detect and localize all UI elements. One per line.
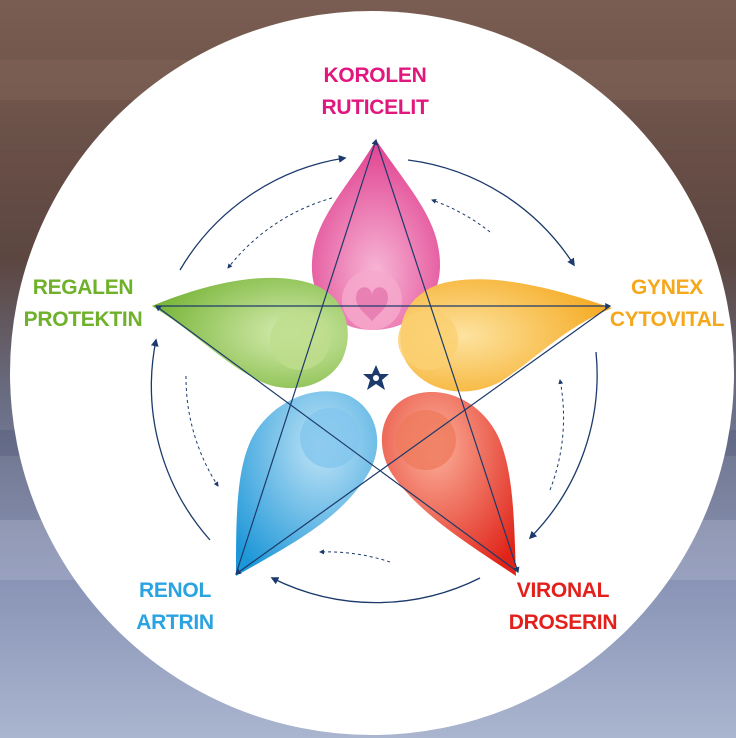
label-line1: VIRONAL bbox=[488, 575, 638, 607]
label-line2: ARTRIN bbox=[120, 607, 230, 639]
label-renol-artrin: RENOL ARTRIN bbox=[120, 575, 230, 639]
label-gynex-cytovital: GYNEX CYTOVITAL bbox=[592, 272, 736, 336]
label-line2: RUTICELIT bbox=[300, 92, 450, 124]
label-line2: DROSERIN bbox=[488, 607, 638, 639]
label-regalen-protektin: REGALEN PROTEKTIN bbox=[8, 272, 158, 336]
label-line2: PROTEKTIN bbox=[8, 304, 158, 336]
label-line1: REGALEN bbox=[8, 272, 158, 304]
label-line1: RENOL bbox=[120, 575, 230, 607]
label-line1: KOROLEN bbox=[300, 60, 450, 92]
label-korolen-ruticelit: KOROLEN RUTICELIT bbox=[300, 60, 450, 124]
label-line1: GYNEX bbox=[592, 272, 736, 304]
label-line2: CYTOVITAL bbox=[592, 304, 736, 336]
label-vironal-droserin: VIRONAL DROSERIN bbox=[488, 575, 638, 639]
